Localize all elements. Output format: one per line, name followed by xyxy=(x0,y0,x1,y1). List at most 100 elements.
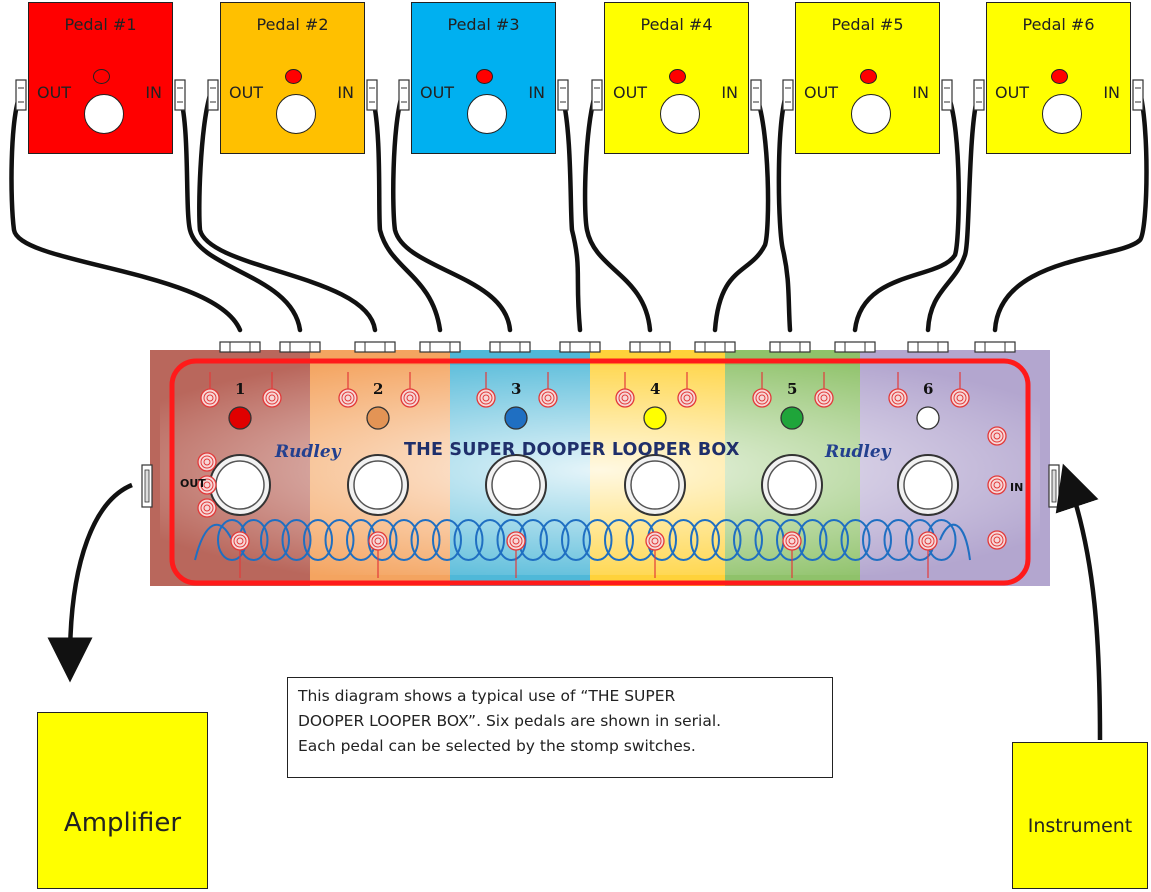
amplifier-box: Amplifier xyxy=(37,712,208,889)
patch-cable-2 xyxy=(177,92,303,333)
brand-label-right: Rudley xyxy=(825,442,891,462)
looper-top-jack xyxy=(974,341,1016,353)
wiring-terminal-ring xyxy=(374,537,382,545)
loop-stomp-switch-cap xyxy=(491,460,541,510)
coil-loop xyxy=(260,519,290,561)
wiring-terminal-ring xyxy=(788,537,796,545)
wiring-terminal-ring xyxy=(203,504,211,512)
pedal-in-label: IN xyxy=(721,83,738,102)
loop-led-2 xyxy=(366,406,390,430)
coil-loop xyxy=(432,519,462,561)
pedal-out-label: OUT xyxy=(229,83,264,102)
pedal-title: Pedal #5 xyxy=(831,15,904,34)
looper-top-jack xyxy=(279,341,321,353)
wiring-terminal-ring xyxy=(268,394,276,402)
wiring-terminal-ring xyxy=(990,429,1004,443)
wiring-terminal-ring xyxy=(406,394,414,402)
pedal-led xyxy=(476,69,493,84)
coil-loop xyxy=(582,519,613,561)
wiring-terminal-ring xyxy=(200,478,214,492)
wiring-terminal-ring xyxy=(953,391,967,405)
coil-loop xyxy=(281,519,312,561)
pedal-title: Pedal #4 xyxy=(640,15,713,34)
pedal-in-label: IN xyxy=(528,83,545,102)
coil-loop xyxy=(539,519,570,561)
loop-stomp-switch-cap xyxy=(903,460,953,510)
wiring-terminal-ring xyxy=(921,534,935,548)
pedal-led xyxy=(285,69,302,84)
input-arrow xyxy=(1055,463,1103,741)
patch-cable-10 xyxy=(852,92,961,333)
patch-cable-4 xyxy=(369,92,443,333)
wiring-terminal-ring xyxy=(544,394,552,402)
wiring-terminal-ring xyxy=(993,481,1001,489)
patch-cable-7 xyxy=(582,92,653,333)
wiring-terminal-ring xyxy=(344,394,352,402)
coil-loop xyxy=(561,519,591,561)
wiring-terminal-ring xyxy=(479,391,493,405)
looper-out-label: OUT xyxy=(180,477,206,490)
looper-top-jacks xyxy=(219,341,1016,353)
pedal-out-label: OUT xyxy=(995,83,1030,102)
loop-number-4: 4 xyxy=(650,380,661,398)
description-note: This diagram shows a typical use of “THE… xyxy=(287,677,833,778)
patch-cable-3 xyxy=(197,92,378,333)
pedal-led xyxy=(669,69,686,84)
coil-loop xyxy=(324,519,355,561)
coil-loop xyxy=(840,519,871,561)
pedal-stomp-switch xyxy=(467,94,507,134)
coil-loop xyxy=(883,519,914,561)
wiring-terminal-ring xyxy=(233,534,247,548)
loop-stomp-switch-cap xyxy=(353,460,403,510)
coil-loop xyxy=(819,519,849,561)
coil-loop xyxy=(711,519,742,561)
wiring-terminal-ring xyxy=(200,455,214,469)
wiring-terminal-ring xyxy=(785,534,799,548)
pedal-jack xyxy=(174,79,186,111)
pedal-out-label: OUT xyxy=(804,83,839,102)
pedal-in-label: IN xyxy=(145,83,162,102)
pedal-out-label: OUT xyxy=(420,83,455,102)
patch-cable-5 xyxy=(391,92,513,333)
coil-loop xyxy=(410,519,441,561)
looper-in-label: IN xyxy=(1010,481,1024,494)
pedal-5: Pedal #5 OUT IN xyxy=(795,2,940,154)
wiring-terminal-ring xyxy=(648,534,662,548)
wiring-terminal-ring xyxy=(482,394,490,402)
wiring-terminal-ring xyxy=(371,534,385,548)
looper-top-jack xyxy=(694,341,736,353)
wiring-terminal-ring xyxy=(512,537,520,545)
coil-loop xyxy=(690,519,720,561)
wiring-terminal-ring xyxy=(206,394,214,402)
wiring-terminal-ring xyxy=(993,432,1001,440)
loop-number-2: 2 xyxy=(373,380,384,398)
coil-loop xyxy=(733,519,763,561)
pedal-title: Pedal #2 xyxy=(256,15,329,34)
coil-loop xyxy=(862,519,892,561)
patch-cable-12 xyxy=(992,82,1149,333)
wiring-terminal-ring xyxy=(817,391,831,405)
pedal-jack xyxy=(782,79,794,111)
patch-cable-11 xyxy=(925,92,981,333)
pedal-stomp-switch xyxy=(276,94,316,134)
pedal-jack xyxy=(750,79,762,111)
wiring-terminal-ring xyxy=(891,391,905,405)
pedal-title: Pedal #6 xyxy=(1022,15,1095,34)
wiring-terminal-ring xyxy=(203,391,217,405)
loop-led-6 xyxy=(916,406,940,430)
loop-led-5 xyxy=(780,406,804,430)
pedal-in-label: IN xyxy=(912,83,929,102)
wiring-terminal-ring xyxy=(993,536,1001,544)
looper-panel-parts xyxy=(197,372,1007,578)
pedal-led xyxy=(860,69,877,84)
pedal-jack xyxy=(366,79,378,111)
coil-loop xyxy=(668,519,699,561)
coil-end-left xyxy=(194,523,233,561)
pedal-jack xyxy=(941,79,953,111)
patch-cable-9 xyxy=(776,92,793,333)
loop-led-1 xyxy=(228,406,252,430)
